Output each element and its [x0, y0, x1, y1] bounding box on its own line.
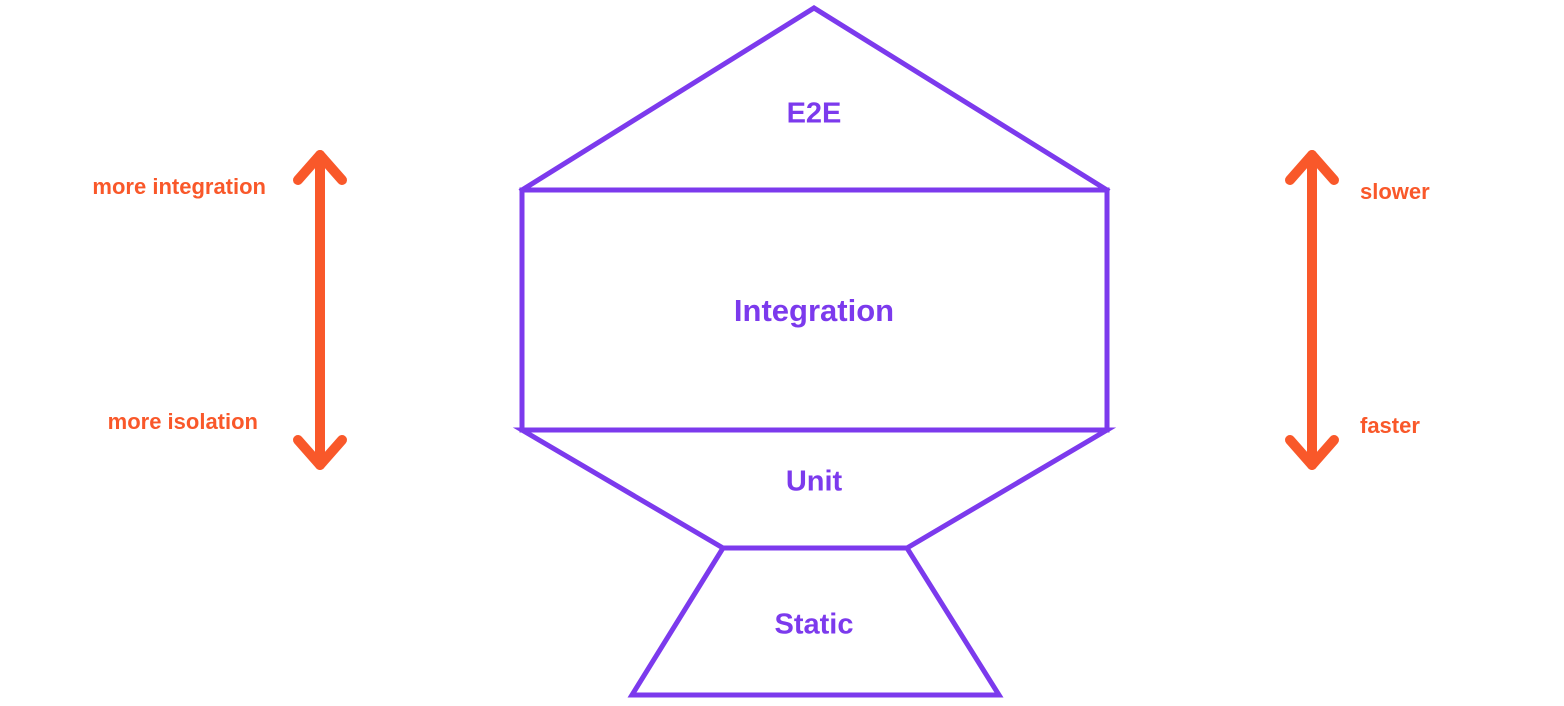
e2e-layer-label: E2E	[787, 98, 842, 130]
right-axis-top-label: slower	[1360, 179, 1430, 204]
left-axis-bottom-label: more isolation	[108, 409, 258, 434]
left-axis-top-label: more integration	[92, 174, 266, 199]
trophy-layer-labels: E2E Integration Unit Static	[734, 98, 894, 641]
right-axis-group: slower faster	[1285, 150, 1430, 470]
integration-layer-label: Integration	[734, 293, 894, 328]
trophy-shapes	[512, 5, 1117, 698]
left-axis-arrow-down-icon	[293, 435, 347, 470]
right-axis-bottom-label: faster	[1360, 413, 1420, 438]
left-axis-group: more integration more isolation	[92, 150, 347, 470]
left-axis-arrow-up-icon	[293, 150, 347, 185]
e2e-layer-shape[interactable]	[518, 5, 1111, 194]
static-layer-label: Static	[775, 609, 854, 641]
right-axis-arrow-down-icon	[1285, 435, 1339, 470]
unit-layer-label: Unit	[786, 466, 843, 498]
right-axis-arrow-up-icon	[1285, 150, 1339, 185]
static-layer-shape[interactable]	[627, 545, 1004, 698]
